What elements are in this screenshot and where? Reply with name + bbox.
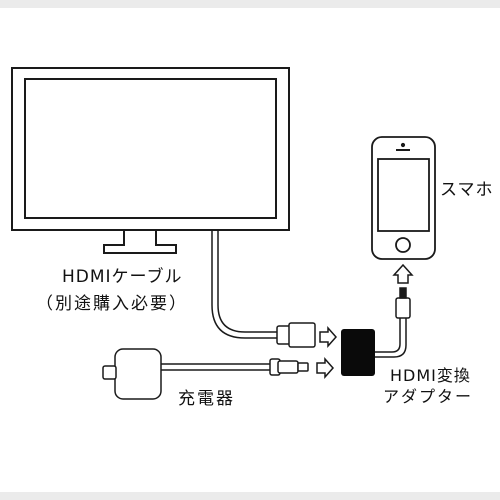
smartphone-camera — [400, 142, 406, 148]
top-frame-band — [0, 0, 500, 8]
home-button-icon — [395, 237, 411, 253]
adapter-lightning-plug — [395, 287, 411, 319]
smartphone-body — [371, 136, 436, 260]
hdmi-adapter — [341, 329, 375, 376]
arrow-right-icon — [316, 357, 335, 379]
charger-plug — [269, 358, 309, 376]
charger-body — [114, 348, 162, 400]
adapter-label-line1: HDMI変換 — [390, 366, 471, 385]
monitor-stand — [103, 230, 177, 254]
arrow-right-icon — [319, 326, 338, 348]
monitor-bezel — [11, 67, 290, 231]
adapter-label-line2: アダプター — [383, 387, 474, 406]
charger — [102, 348, 162, 400]
monitor-screen — [24, 78, 277, 219]
hdmi-cable-note-label: （別途購入必要） — [36, 294, 188, 314]
hdmi-cable — [211, 230, 285, 339]
hdmi-plug — [276, 322, 316, 348]
smartphone-screen — [377, 158, 430, 232]
charger-cable — [161, 363, 270, 371]
adapter-cable — [375, 318, 407, 358]
bottom-frame-band — [0, 492, 500, 500]
smartphone — [371, 136, 436, 260]
smartphone-label: スマホ — [440, 180, 494, 200]
monitor — [11, 67, 290, 254]
hdmi-cable-label: HDMIケーブル — [62, 267, 183, 287]
arrow-up-icon — [392, 263, 414, 284]
charger-label: 充電器 — [178, 389, 235, 409]
charger-prong — [102, 365, 117, 380]
